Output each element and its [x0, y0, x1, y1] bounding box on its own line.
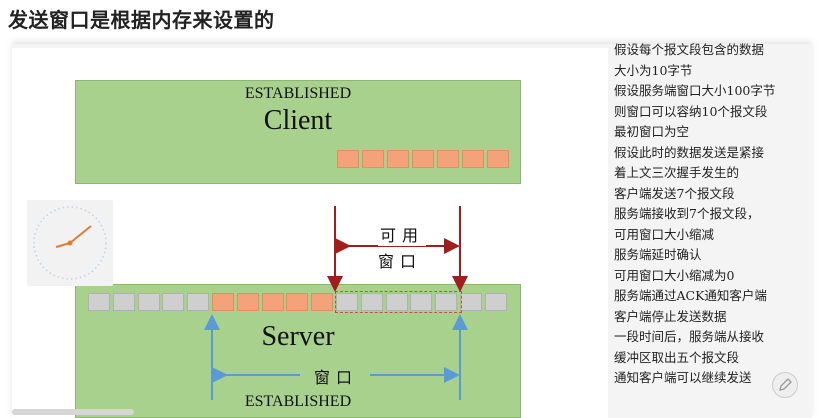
client-segment	[412, 150, 434, 168]
note-line: 着上文三次握手发生的	[614, 165, 740, 180]
note-line: 可用窗口大小缩减	[614, 226, 715, 242]
server-segment	[286, 293, 309, 311]
server-segment	[410, 293, 433, 311]
server-segment	[435, 293, 458, 311]
server-segment	[311, 293, 334, 311]
window-label: 窗口	[314, 368, 359, 387]
server-name-label: Server	[261, 321, 335, 352]
pencil-icon[interactable]	[772, 372, 798, 398]
server-segment	[236, 293, 259, 311]
available-window-label-top: 可用	[378, 222, 427, 246]
client-segment	[362, 150, 384, 168]
client-segment	[462, 150, 484, 168]
note-line: 一段时间后，服务端从接收	[614, 329, 765, 344]
server-segment	[88, 293, 110, 311]
server-segment	[336, 293, 358, 311]
server-segment	[484, 293, 507, 311]
note-line: 服务端延时确认	[614, 247, 702, 262]
server-segment	[460, 293, 482, 311]
server-segment	[137, 293, 160, 311]
note-line: 服务端通过ACK通知客户端	[614, 288, 767, 303]
note-line: 缓冲区取出五个报文段	[614, 349, 740, 365]
server-segment	[360, 293, 383, 311]
server-segment	[112, 293, 135, 311]
note-line: 则窗口可以容纳10个报文段	[614, 103, 768, 119]
client-segment	[387, 150, 409, 168]
note-line: 最初窗口为空	[614, 124, 690, 139]
server-segment	[212, 293, 234, 311]
note-line: 假设服务端窗口大小100字节	[614, 83, 776, 98]
note-line: 通知客户端可以继续发送	[614, 370, 752, 385]
server-segment	[261, 293, 284, 311]
client-segment	[437, 150, 459, 168]
server-segment	[187, 293, 210, 311]
client-segment	[337, 150, 359, 168]
note-line: 假设此时的数据发送是紧接	[614, 144, 765, 160]
note-line: 可用窗口大小缩减为0	[614, 267, 735, 283]
server-segment	[162, 293, 185, 311]
page-title: 发送窗口是根据内存来设置的	[8, 8, 275, 32]
available-window-label-bottom: 窗口	[378, 252, 423, 271]
client-segment	[487, 150, 509, 168]
available-window-frame	[335, 291, 462, 313]
note-line: 假设每个报文段包含的数据	[614, 42, 765, 57]
server-segment	[385, 293, 408, 311]
note-line: 客户端停止发送数据	[614, 308, 727, 324]
explanation-notes: 假设每个报文段包含的数据 大小为10字节 假设服务端窗口大小100字节 则窗口可…	[614, 40, 814, 389]
client-name-label: Client	[263, 105, 333, 136]
server-state-label: ESTABLISHED	[244, 393, 352, 410]
horizontal-scrollbar[interactable]	[12, 409, 134, 415]
client-state-label: ESTABLISHED	[244, 85, 352, 102]
note-line: 大小为10字节	[614, 62, 693, 78]
note-line: 客户端发送7个报文段	[614, 185, 735, 201]
clock-icon	[27, 200, 113, 286]
note-line: 服务端接收到7个报文段，	[614, 206, 760, 221]
